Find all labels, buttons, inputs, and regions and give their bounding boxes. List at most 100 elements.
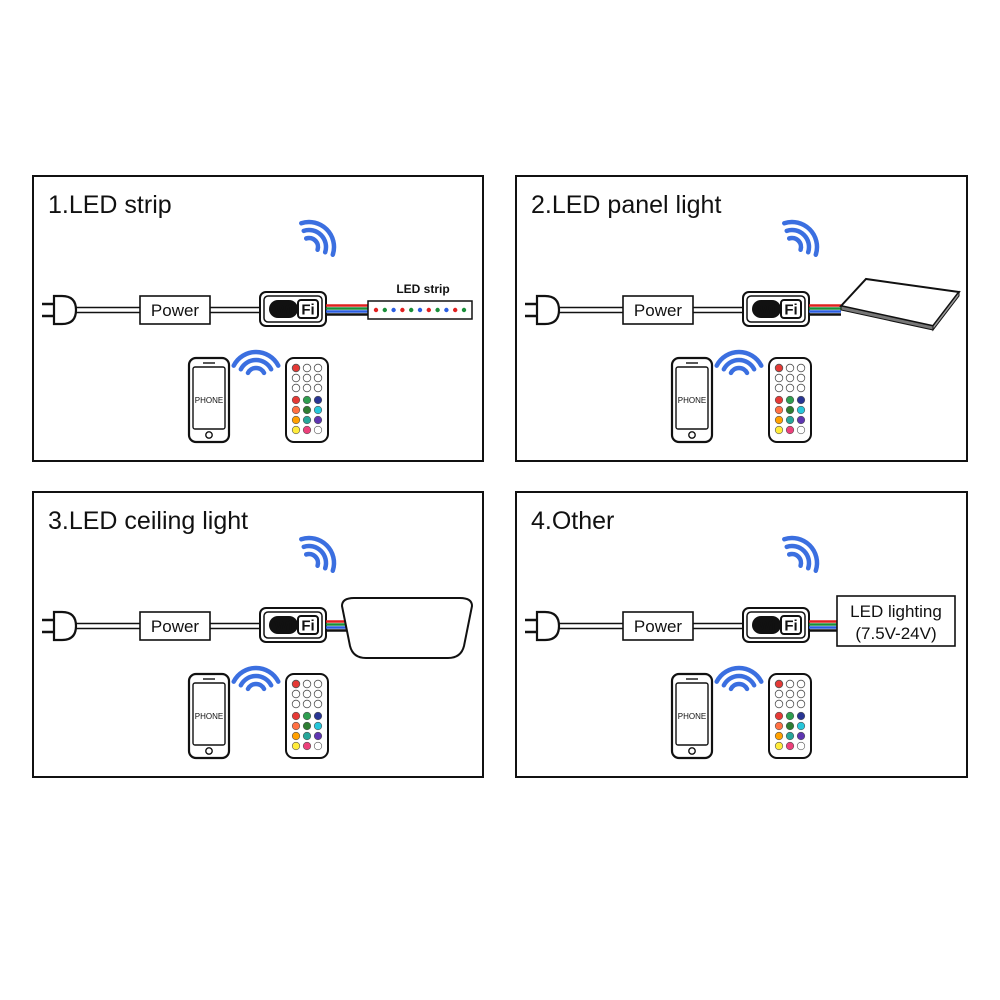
remote-button (313, 699, 323, 709)
remote-button (774, 425, 784, 435)
wifi-logo-wi: Wi (274, 302, 292, 319)
phone-label: PHONE (678, 712, 706, 721)
rgb-cable (809, 620, 837, 632)
panel-title: 3.LED ceiling light (48, 507, 249, 535)
remote-button (774, 395, 784, 405)
remote-button (774, 699, 784, 709)
power-supply-box: Power (622, 295, 694, 325)
led-dot (391, 307, 396, 313)
panel-title: 1.LED strip (48, 191, 172, 219)
remote-button (291, 721, 301, 731)
remote-button (313, 363, 323, 373)
led-dot (444, 307, 449, 313)
led-dot (426, 307, 431, 313)
remote-button (313, 721, 323, 731)
wifi-logo-fi: Fi (784, 302, 797, 319)
remote-button (796, 711, 806, 721)
phone-label: PHONE (678, 396, 706, 405)
remote-button (785, 383, 795, 393)
phone-icon: PHONE (187, 356, 231, 444)
plug-icon (42, 294, 78, 326)
wifi-signal-top-icon (782, 219, 820, 257)
ceiling-light-icon (340, 597, 474, 659)
remote-button (313, 395, 323, 405)
remote-button (785, 395, 795, 405)
power-supply-box: Power (139, 611, 211, 641)
ac-cable (76, 306, 140, 314)
led-dot (435, 307, 440, 313)
led-lighting-label: LED lighting (850, 602, 942, 621)
wifi-signal-phone-icon (231, 349, 281, 376)
remote-button (796, 679, 806, 689)
remote-button (291, 711, 301, 721)
remote-button (313, 425, 323, 435)
ac-cable (559, 306, 623, 314)
remote-button (291, 731, 301, 741)
panel-title: 2.LED panel light (531, 191, 722, 219)
power-label: Power (151, 301, 200, 320)
dc-cable (693, 306, 743, 314)
remote-button (313, 373, 323, 383)
remote-button (785, 721, 795, 731)
plug-icon (525, 294, 561, 326)
remote-button (774, 741, 784, 751)
remote-button (291, 363, 301, 373)
remote-button (291, 373, 301, 383)
remote-button (313, 731, 323, 741)
power-label: Power (634, 301, 683, 320)
led-dot (382, 307, 387, 313)
remote-button (785, 425, 795, 435)
led-dot (400, 307, 405, 313)
remote-button (785, 699, 795, 709)
power-supply-box: Power (139, 295, 211, 325)
remote-button (796, 363, 806, 373)
panel-led-ceiling-light: 3.LED ceiling light (32, 491, 484, 778)
remote-button (302, 363, 312, 373)
remote-button (796, 373, 806, 383)
remote-button (774, 383, 784, 393)
remote-button (774, 405, 784, 415)
plug-icon (525, 610, 561, 642)
remote-button (313, 383, 323, 393)
remote-button (302, 689, 312, 699)
remote-button (302, 425, 312, 435)
panel-light-icon (839, 277, 961, 332)
remote-button (291, 689, 301, 699)
led-dot (373, 307, 379, 313)
remote-button (291, 395, 301, 405)
rgb-cable (809, 304, 841, 316)
led-dot (417, 307, 423, 313)
remote-button (291, 699, 301, 709)
wifi-signal-phone-icon (231, 665, 281, 692)
remote-button (302, 721, 312, 731)
remote-button (796, 699, 806, 709)
phone-icon: PHONE (187, 672, 231, 760)
power-supply-box: Power (622, 611, 694, 641)
phone-label: PHONE (195, 396, 223, 405)
remote-button (313, 679, 323, 689)
power-label: Power (151, 617, 200, 636)
wifi-logo-wi: Wi (274, 618, 292, 635)
phone-icon: PHONE (670, 672, 714, 760)
remote-button (774, 731, 784, 741)
remote-button (774, 415, 784, 425)
remote-button (313, 711, 323, 721)
rgb-cable (326, 304, 368, 316)
remote-button (302, 699, 312, 709)
remote-button (313, 405, 323, 415)
remote-button (796, 741, 806, 751)
remote-button (313, 415, 323, 425)
remote-button (785, 731, 795, 741)
voltage-range-label: (7.5V-24V) (855, 624, 936, 643)
remote-control-icon (768, 357, 812, 443)
wifi-signal-phone-icon (714, 665, 764, 692)
remote-button (302, 383, 312, 393)
remote-button (785, 741, 795, 751)
remote-button (774, 721, 784, 731)
wifi-signal-top-icon (782, 535, 820, 573)
remote-button (302, 679, 312, 689)
